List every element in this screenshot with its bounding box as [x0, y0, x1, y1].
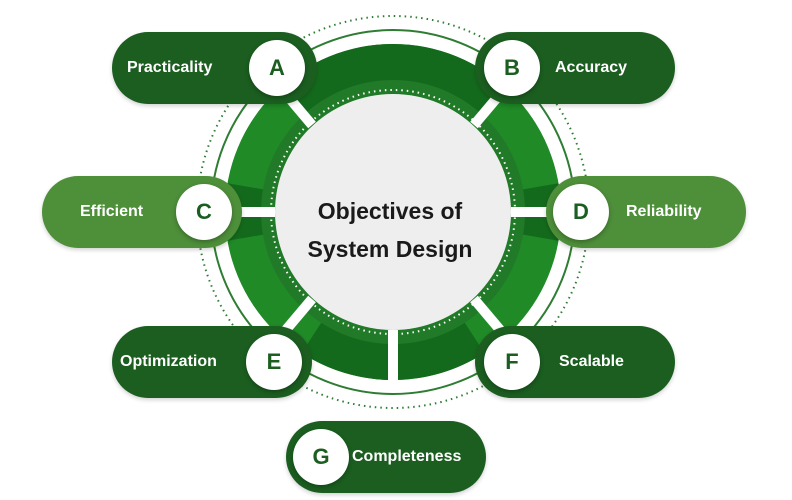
- title-line-1: Objectives of: [317, 198, 463, 224]
- objective-label-a: Practicality: [127, 59, 213, 76]
- objective-badge-d: D: [553, 184, 609, 240]
- title-line-2: System Design: [307, 236, 473, 262]
- objective-pill-e: Optimization E: [112, 326, 312, 398]
- objective-badge-b: B: [484, 40, 540, 96]
- objective-label-c: Efficient: [80, 203, 144, 220]
- objective-pill-f: F Scalable: [475, 326, 675, 398]
- objective-pill-a: Practicality A: [112, 32, 317, 104]
- objective-label-b: Accuracy: [555, 59, 628, 76]
- spoke-f: [470, 295, 505, 335]
- objective-badge-e: E: [246, 334, 302, 390]
- center-circle: [275, 94, 511, 330]
- objective-badge-g: G: [293, 429, 349, 485]
- objective-badge-a: A: [249, 40, 305, 96]
- objective-pill-c: Efficient C: [42, 176, 242, 248]
- objective-pill-g: G Completeness: [286, 421, 486, 493]
- objective-label-f: Scalable: [559, 353, 624, 370]
- objective-pill-b: B Accuracy: [475, 32, 675, 104]
- spoke-e: [281, 295, 316, 335]
- objective-label-g: Completeness: [352, 448, 462, 465]
- objective-label-d: Reliability: [626, 203, 702, 220]
- objective-badge-c: C: [176, 184, 232, 240]
- objective-badge-f: F: [484, 334, 540, 390]
- objective-label-e: Optimization: [120, 353, 217, 370]
- objective-pill-d: D Reliability: [546, 176, 746, 248]
- diagram-title: Objectives of System Design: [290, 192, 490, 268]
